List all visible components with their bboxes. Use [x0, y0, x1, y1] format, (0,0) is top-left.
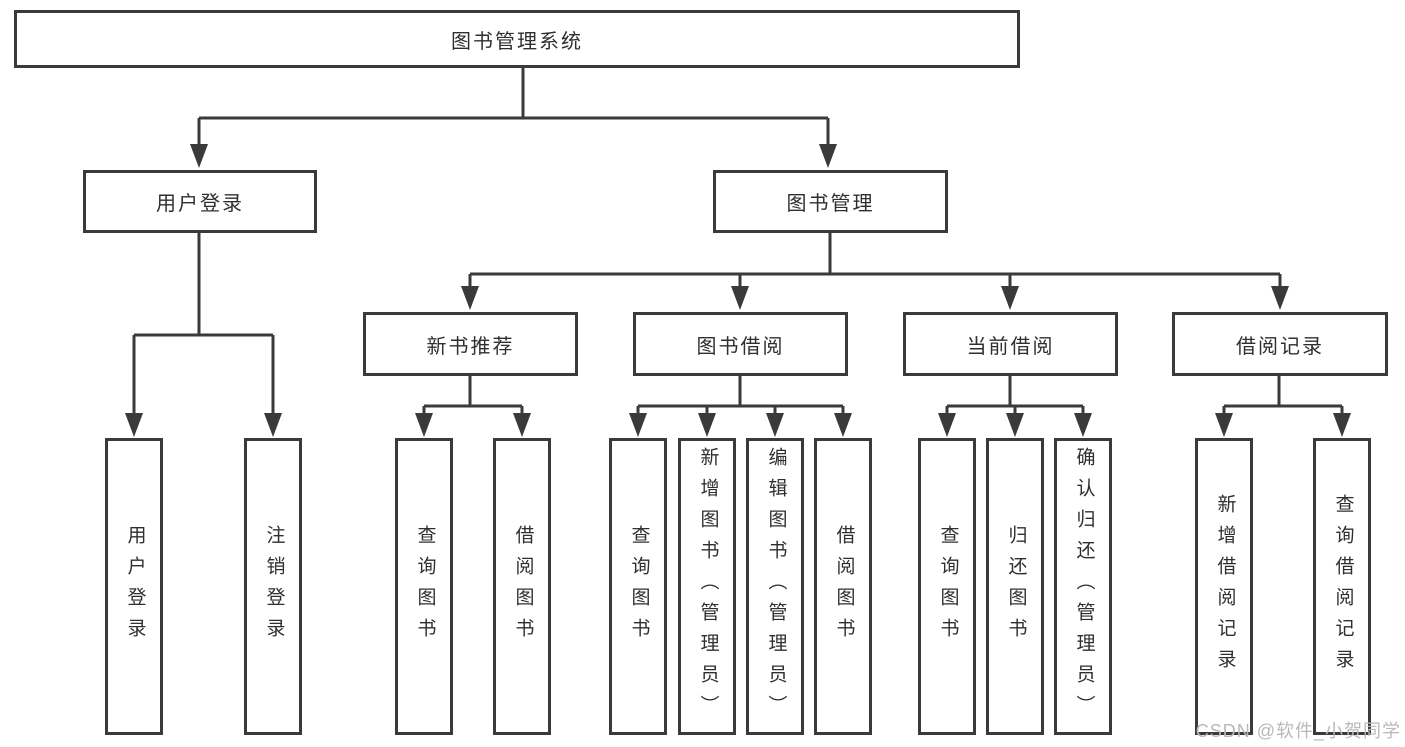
arrowhead: [1006, 413, 1024, 437]
arrowhead: [766, 413, 784, 437]
leaf-logout: 注销登录: [244, 438, 302, 735]
node-label: 图书借阅: [696, 335, 785, 358]
node-book-borrow: 图书借阅: [633, 312, 848, 376]
node-current-borrow: 当前借阅: [903, 312, 1118, 376]
arrowhead: [1333, 413, 1351, 437]
node-label: 用户登录: [124, 524, 146, 649]
leaf-borrow-add-book-admin: 新增图书（管理员）: [678, 438, 736, 735]
arrowhead: [1001, 286, 1019, 310]
node-label: 编辑图书（管理员）: [765, 447, 787, 726]
node-label: 借阅记录: [1236, 335, 1324, 358]
node-label: 查询图书: [628, 524, 650, 649]
node-label: 查询图书: [414, 524, 436, 649]
node-library-management-system: 图书管理系统: [14, 10, 1020, 68]
arrowhead: [125, 413, 143, 437]
node-label: 图书管理: [786, 193, 875, 215]
node-label: 当前借阅: [966, 335, 1055, 358]
arrowhead: [834, 413, 852, 437]
arrowhead: [819, 144, 837, 168]
node-book-management: 图书管理: [713, 170, 948, 233]
leaf-user-login: 用户登录: [105, 438, 163, 735]
leaf-recommend-borrow-book: 借阅图书: [493, 438, 551, 735]
leaf-records-add-record: 新增借阅记录: [1195, 438, 1253, 735]
node-label: 用户登录: [156, 193, 244, 215]
node-user-login: 用户登录: [83, 170, 317, 233]
arrowhead: [190, 144, 208, 168]
node-label: 查询借阅记录: [1332, 493, 1354, 680]
connector-borrow-records: [1222, 376, 1344, 415]
connector-book-management: [468, 233, 1282, 288]
connector-new-book-recommend: [422, 376, 524, 415]
node-label: 借阅图书: [833, 524, 855, 649]
arrowhead: [1074, 413, 1092, 437]
connector-book-borrow: [636, 376, 845, 415]
node-label: 确认归还（管理员）: [1073, 447, 1095, 726]
node-label: 查询图书: [937, 524, 959, 649]
csdn-watermark: CSDN @软件_小贺同学: [1195, 721, 1401, 741]
arrowhead: [1271, 286, 1289, 310]
node-label: 新增图书（管理员）: [697, 447, 719, 726]
node-borrow-records: 借阅记录: [1172, 312, 1388, 376]
connector-user-login: [132, 233, 275, 415]
node-label: 借阅图书: [512, 524, 534, 649]
arrowhead: [938, 413, 956, 437]
node-label: 注销登录: [263, 524, 285, 649]
node-label: 新增借阅记录: [1214, 493, 1236, 680]
leaf-current-search-book: 查询图书: [918, 438, 976, 735]
arrowhead: [698, 413, 716, 437]
connector-root: [197, 68, 830, 146]
node-new-book-recommend: 新书推荐: [363, 312, 578, 376]
leaf-current-confirm-return-admin: 确认归还（管理员）: [1054, 438, 1112, 735]
arrowhead: [731, 286, 749, 310]
arrowhead: [629, 413, 647, 437]
leaf-borrow-edit-book-admin: 编辑图书（管理员）: [746, 438, 804, 735]
connector-current-borrow: [945, 376, 1085, 415]
arrowhead: [461, 286, 479, 310]
node-label: 新书推荐: [426, 335, 515, 358]
leaf-recommend-search-book: 查询图书: [395, 438, 453, 735]
leaf-records-search-record: 查询借阅记录: [1313, 438, 1371, 735]
arrowhead: [513, 413, 531, 437]
leaf-current-return-book: 归还图书: [986, 438, 1044, 735]
arrowhead: [264, 413, 282, 437]
arrowhead: [1215, 413, 1233, 437]
node-label: 图书管理系统: [451, 30, 583, 53]
arrowhead: [415, 413, 433, 437]
leaf-borrow-borrow-book: 借阅图书: [814, 438, 872, 735]
node-label: 归还图书: [1005, 524, 1027, 649]
leaf-borrow-search-book: 查询图书: [609, 438, 667, 735]
